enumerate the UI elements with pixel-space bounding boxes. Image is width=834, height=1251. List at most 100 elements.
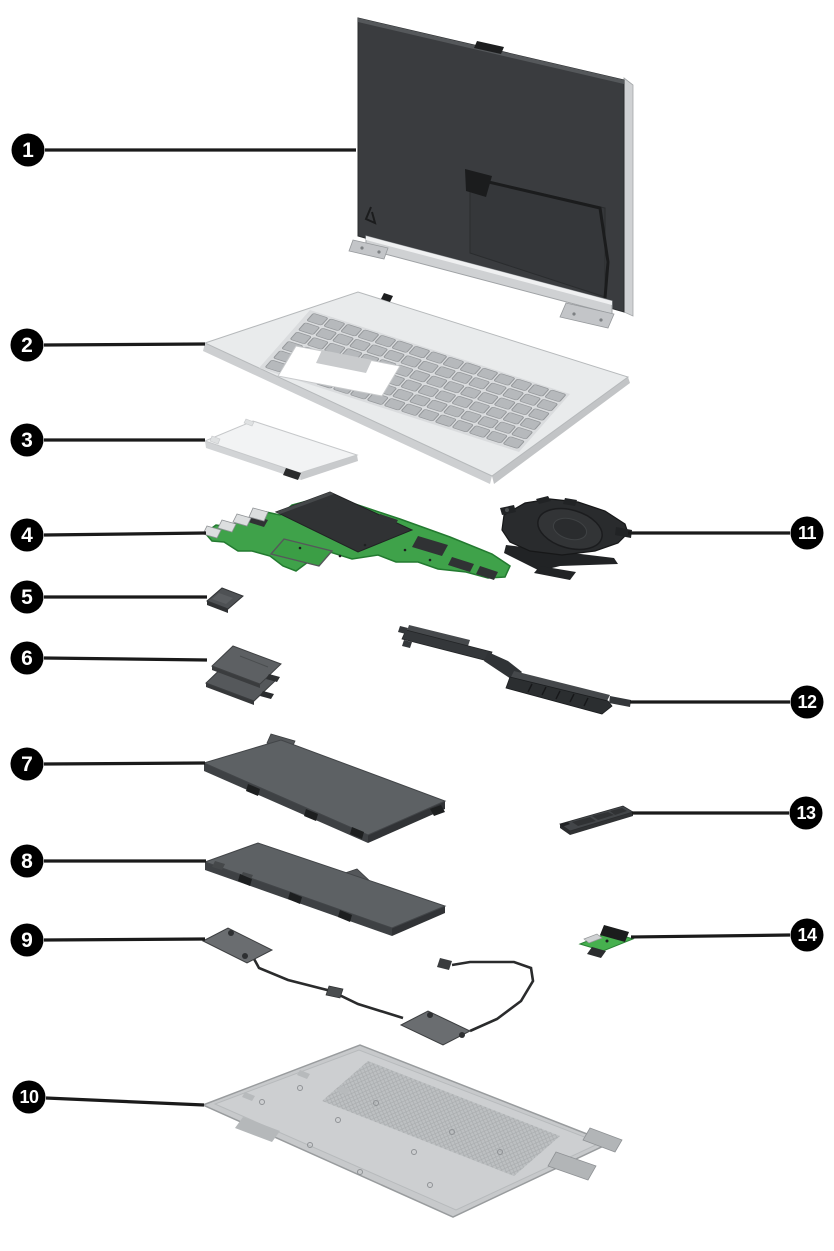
speaker-screw-post: [242, 953, 248, 959]
edge-tab: [337, 1086, 350, 1095]
screw-boss: [357, 1169, 363, 1175]
keyboard-key: [426, 375, 448, 388]
cable-connector: [437, 958, 452, 970]
memory-chip-seam: [239, 655, 269, 668]
hinge-screw: [599, 318, 603, 322]
memory-notch: [260, 691, 274, 699]
cpu-shield: [274, 491, 414, 553]
keyboard-key: [510, 378, 532, 391]
leader-line-10: [45, 1096, 205, 1107]
keyboard-key: [485, 382, 507, 395]
keyboard-key: [307, 337, 329, 350]
leader-line-6: [43, 656, 208, 662]
keyboard-key: [400, 379, 422, 392]
callout-circle: [790, 516, 824, 550]
top-cover-side: [492, 377, 630, 484]
cable-connector: [325, 985, 344, 999]
heatsink-tab: [402, 640, 412, 648]
callout-circle: [10, 844, 44, 878]
memory-module-side: [206, 683, 254, 705]
touchpad-connector: [283, 468, 301, 480]
keyboard-key: [332, 333, 354, 346]
keyboard-key: [536, 399, 558, 412]
leader-line-4: [43, 531, 207, 537]
keyboard-key: [511, 427, 533, 440]
keyboard-key: [502, 388, 524, 401]
port-connector: [232, 513, 252, 527]
touchpad-side: [300, 455, 358, 480]
battery-side: [368, 801, 445, 843]
keyboard-key: [392, 388, 414, 401]
callout-number: 12: [797, 692, 817, 712]
hinge-screw: [572, 312, 576, 316]
heatsink-block: [505, 676, 613, 715]
speaker-cable: [251, 956, 404, 1020]
fan-latch: [563, 498, 577, 506]
screw-boss: [411, 1149, 417, 1155]
capacitor: [428, 558, 432, 562]
keyboard-key: [418, 409, 440, 422]
io-board: [578, 925, 635, 958]
callout-number: 7: [21, 753, 33, 776]
keyboard-key: [494, 421, 516, 434]
screw-boss: [335, 1117, 341, 1123]
keyboard-key: [417, 385, 439, 397]
keyboard-key: [460, 386, 482, 399]
keyboard-key: [357, 329, 379, 342]
heatsink-tab: [398, 626, 408, 634]
keyboard-key: [477, 416, 499, 429]
keyboard-key: [409, 394, 431, 407]
keyboard-key: [434, 366, 456, 379]
battery2-foot: [338, 910, 352, 922]
keyboard-key: [469, 425, 491, 438]
heatsink-fin: [569, 693, 575, 703]
callout-number: 3: [21, 429, 33, 452]
ssd-chip: [610, 808, 627, 815]
keyboard-key: [349, 339, 371, 351]
speaker-grille: [235, 1117, 280, 1142]
keyboard-key: [452, 420, 474, 433]
fan-duct-prong: [534, 566, 576, 580]
battery-foot: [304, 809, 318, 821]
keyboard-key: [384, 398, 406, 411]
display-cable: [479, 178, 610, 299]
battery-foot: [246, 784, 260, 796]
port-connector: [202, 525, 222, 539]
keyboard-key: [426, 399, 448, 412]
ssd-chip: [572, 817, 596, 826]
keyboard-key: [366, 344, 388, 357]
edge-tab: [242, 1092, 255, 1101]
io-silver-connector: [583, 933, 603, 944]
hinge-screw: [360, 246, 364, 250]
edge-tab: [297, 1070, 310, 1079]
system-board: [202, 491, 511, 580]
board-chip: [412, 536, 448, 556]
touchpad-side: [205, 441, 301, 480]
webcam-notch: [474, 41, 504, 54]
keyboard-key: [298, 322, 320, 335]
callout-number: 4: [21, 524, 33, 547]
leader-line-7: [43, 761, 206, 766]
touchpad-plate: [203, 420, 359, 474]
keyboard-key: [401, 403, 423, 416]
hinge-bracket: [582, 1127, 623, 1153]
callout-number: 5: [21, 586, 33, 609]
keyboard-key: [459, 362, 481, 375]
keyboard-key: [443, 405, 465, 418]
battery-secondary: [203, 842, 447, 936]
screw-boss: [427, 1182, 433, 1188]
keyboard-key: [476, 368, 498, 380]
capacitor: [403, 548, 407, 552]
battery-foot: [350, 827, 364, 839]
keyboard-key: [315, 328, 337, 341]
touchpad-tab: [209, 435, 221, 445]
callout-circle: [12, 1080, 46, 1114]
heatsink-fin: [541, 686, 547, 696]
top-cover-side: [203, 343, 492, 484]
keyboard-key: [502, 412, 524, 425]
keyboard-key: [544, 389, 566, 402]
keyboard-key: [435, 414, 457, 427]
fan: [500, 496, 632, 580]
